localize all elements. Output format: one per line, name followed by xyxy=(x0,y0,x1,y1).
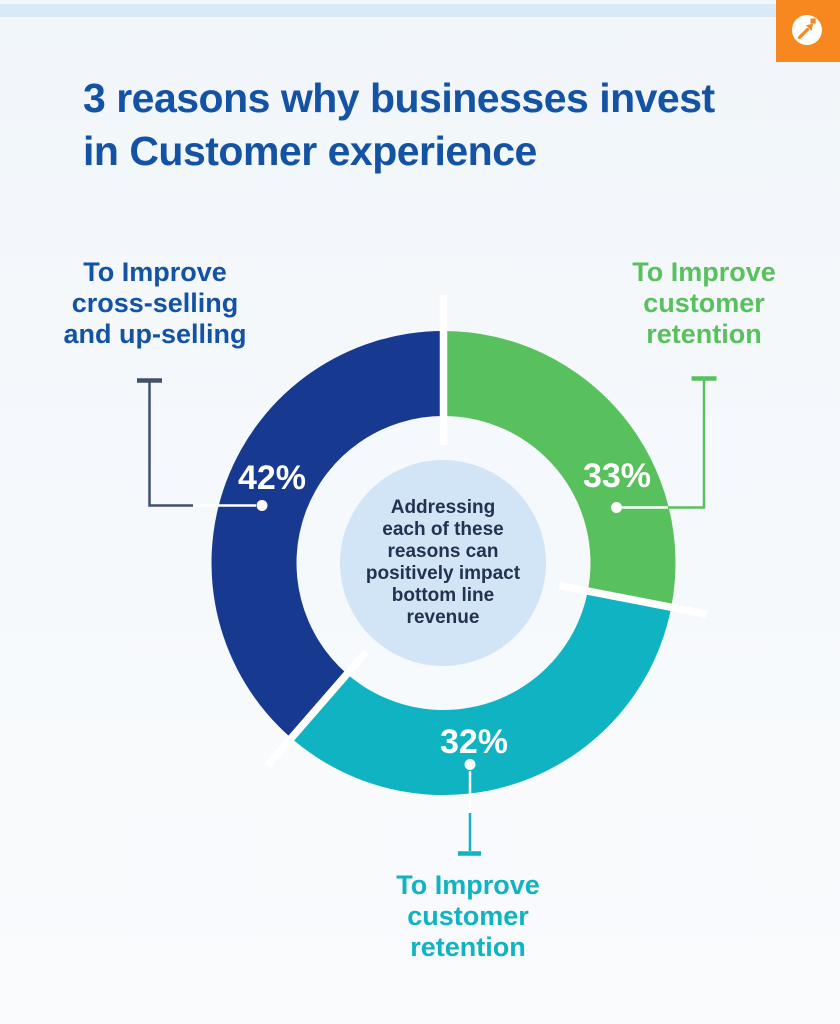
segment-gap-line xyxy=(264,649,369,768)
connector-right-dot xyxy=(611,502,622,513)
donut-segment-customer-retention-green xyxy=(443,331,676,608)
top-strip xyxy=(0,4,840,17)
connector-left-dot xyxy=(256,500,268,511)
label-cross-selling-up-selling: To Improve cross-selling and up-selling xyxy=(63,257,247,349)
connector-bottom-dot xyxy=(464,759,476,770)
arrow-up-right-icon xyxy=(792,15,822,45)
chart-center-circle: Addressing each of these reasons can pos… xyxy=(340,460,546,666)
connector-right-line xyxy=(668,378,706,509)
chart-center-text: Addressing each of these reasons can pos… xyxy=(365,497,521,628)
label-customer-retention-right: To Improve customer retention xyxy=(632,257,776,349)
logo-badge[interactable] xyxy=(776,0,840,62)
segment-gap-line xyxy=(558,581,708,618)
percent-label-42: 42% xyxy=(237,459,307,497)
donut-segment-customer-retention-teal xyxy=(291,591,672,796)
donut-segment-cross-selling-up-selling xyxy=(211,331,444,739)
connector-left-line xyxy=(148,380,193,507)
label-customer-retention-bottom: To Improve customer retention xyxy=(396,870,540,962)
percent-label-33: 33% xyxy=(582,457,652,495)
page-title: 3 reasons why businesses invest in Custo… xyxy=(83,75,715,174)
percent-label-32: 32% xyxy=(439,723,509,761)
